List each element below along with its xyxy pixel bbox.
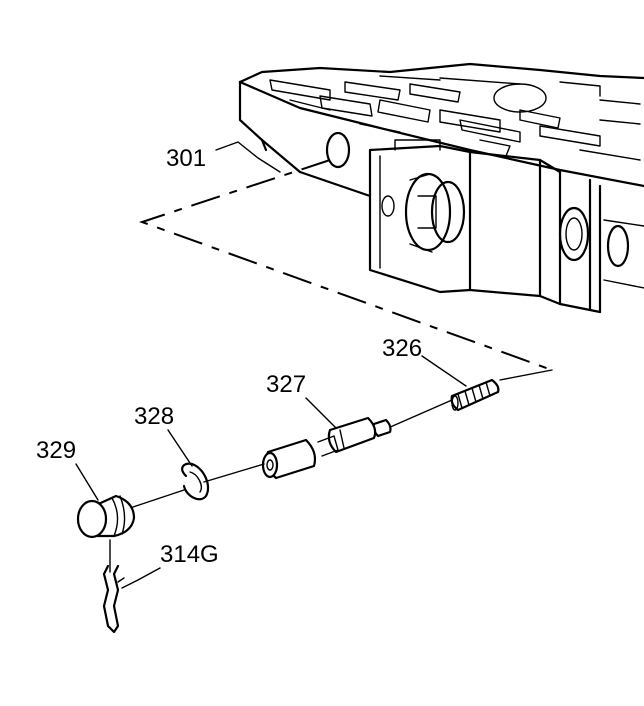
callout-329: 329 (36, 437, 76, 464)
callout-314g: 314G (160, 541, 219, 568)
callout-326: 326 (382, 335, 422, 362)
callout-328: 328 (134, 403, 174, 430)
clip-314g (102, 539, 125, 634)
spring-326 (450, 369, 553, 412)
plug-329 (76, 489, 185, 539)
oring-328 (181, 462, 265, 501)
valve-327 (261, 399, 453, 480)
bore-hole (325, 131, 351, 169)
callout-327: 327 (266, 371, 306, 398)
callout-301: 301 (166, 145, 206, 172)
leader-lines (75, 141, 467, 589)
valve-body (238, 62, 644, 314)
assembly-centerline (138, 159, 553, 371)
